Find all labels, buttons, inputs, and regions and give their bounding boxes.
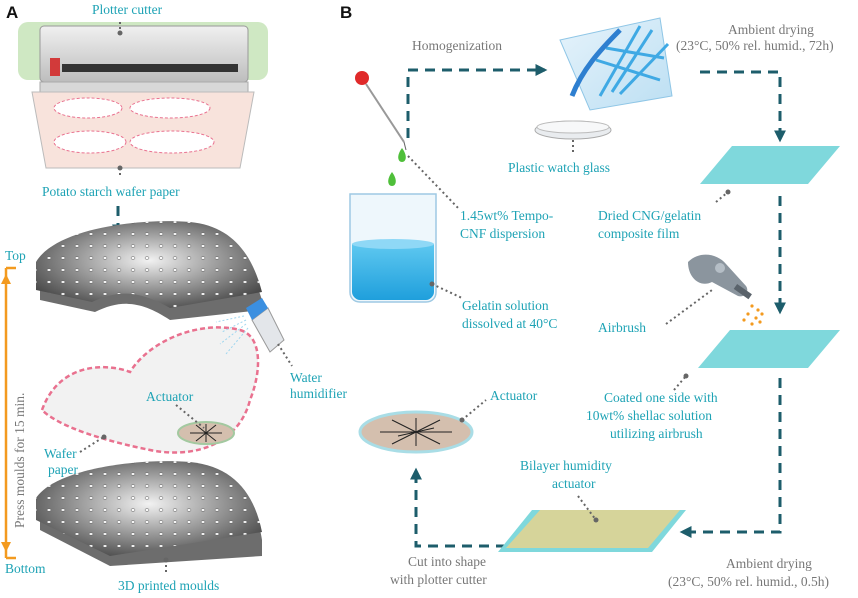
gelatin-label-line1: Gelatin solution (462, 298, 549, 313)
homogenization-label: Homogenization (412, 38, 502, 53)
actuator-b-label: Actuator (490, 388, 538, 403)
press-arrow-down (1, 542, 11, 552)
airbrush-leader (665, 289, 713, 325)
airbrush-label: Airbrush (598, 320, 646, 335)
wafer-paper-roll-label: Potato starch wafer paper (42, 184, 180, 199)
ambient-drying-1-line1: Ambient drying (728, 22, 814, 37)
gelatin-label-line2: dissolved at 40°C (462, 316, 557, 331)
coated-label-line2: 10wt% shellac solution (586, 408, 712, 423)
bilayer-leader (577, 495, 597, 521)
film-label-line2: composite film (598, 226, 680, 241)
water-humidifier-illustration (215, 298, 285, 355)
flow-arrow-drying-1 (700, 70, 786, 143)
press-bracket-ends (6, 266, 16, 560)
ambient-drying-2-line1: Ambient drying (726, 556, 812, 571)
wafer-leader (79, 437, 103, 453)
plotter-cutter-illustration (18, 22, 268, 169)
film-label-line1: Dried CNG/gelatin (598, 208, 701, 223)
wafer-paper-label-line1: Wafer (44, 446, 77, 461)
beaker-illustration (349, 193, 437, 303)
actuator-a-label: Actuator (146, 389, 194, 404)
water-humidifier-label-line2: humidifier (290, 386, 347, 401)
coated-label-line3: utilizing airbrush (610, 426, 703, 441)
airbrush-illustration (688, 254, 752, 300)
actuator-b-cuts (380, 418, 452, 446)
pipette-illustration (355, 71, 407, 151)
flow-arrow-drying-2 (679, 378, 782, 538)
panel-b-label: B (340, 3, 352, 22)
actuator-a-leader (175, 404, 205, 429)
top-mould (36, 221, 262, 320)
actuator-b-leader (461, 399, 487, 421)
airbrush-spray (742, 304, 764, 326)
drop-2 (388, 172, 396, 186)
bottom-mould (36, 461, 262, 566)
wafer-paper-label-line2: paper (48, 462, 78, 477)
cut-label-line2: with plotter cutter (390, 572, 487, 587)
gelatin-leader (431, 283, 463, 299)
panel-a-label: A (6, 3, 18, 22)
cnf-label-line2: CNF dispersion (460, 226, 545, 241)
water-humidifier-label-line1: Water (290, 370, 322, 385)
ambient-drying-1-line2: (23°C, 50% rel. humid., 72h) (676, 38, 834, 53)
bottom-label: Bottom (5, 561, 46, 576)
cnf-label-line1: 1.45wt% Tempo- (460, 208, 554, 223)
dried-film (700, 146, 840, 184)
watch-glass-label: Plastic watch glass (508, 160, 610, 175)
press-label: Press moulds for 15 min. (12, 393, 27, 528)
plotter-cutter-label: Plotter cutter (92, 2, 163, 17)
bilayer-label-line2: actuator (552, 476, 596, 491)
press-arrow-up (1, 274, 11, 284)
ambient-drying-2-line2: (23°C, 50% rel. humid., 0.5h) (668, 574, 829, 589)
flow-arrow-cut (410, 467, 506, 548)
moulds-label: 3D printed moulds (118, 578, 219, 593)
actuator-a-cuts (190, 424, 222, 442)
cut-label-line1: Cut into shape (408, 554, 486, 569)
coated-film (698, 330, 840, 368)
top-label: Top (5, 248, 26, 263)
coated-label-line1: Coated one side with (604, 390, 718, 405)
pouring-cup-illustration (559, 17, 673, 111)
drop-1 (398, 148, 406, 162)
flow-arrow-homogenization (406, 64, 548, 138)
coated-leader (673, 375, 687, 391)
bilayer-label-line1: Bilayer humidity (520, 458, 612, 473)
humidifier-leader (277, 343, 293, 367)
bilayer-top-layer (506, 510, 680, 548)
